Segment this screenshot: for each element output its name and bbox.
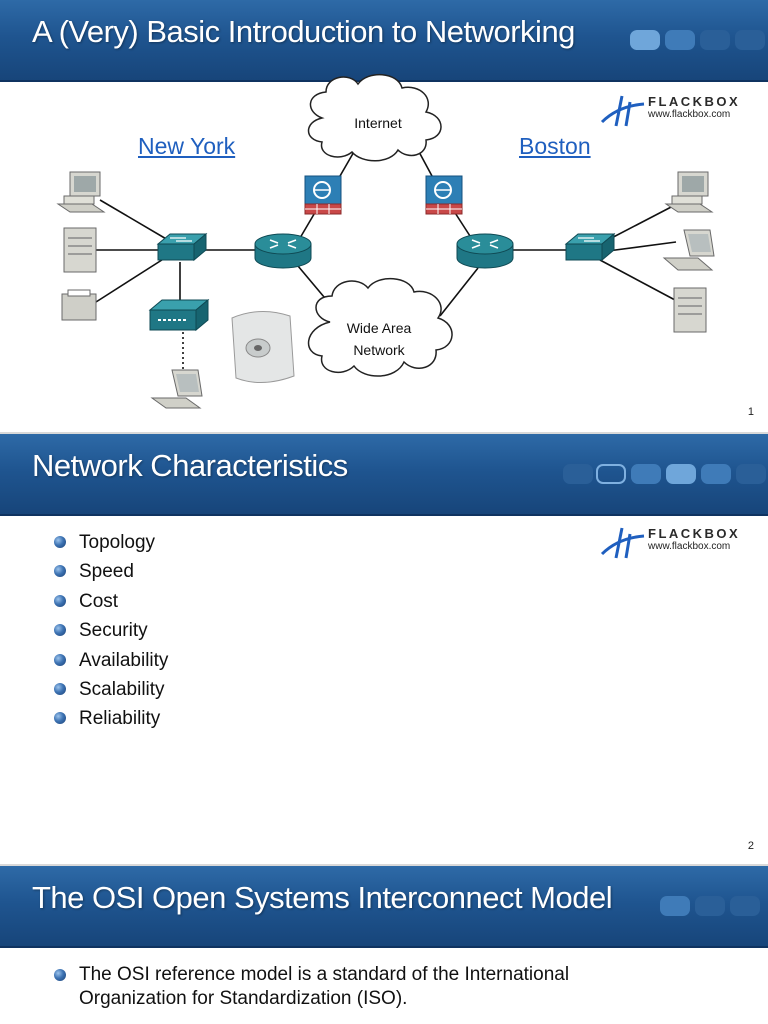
cloud-icon <box>307 74 442 162</box>
slide-1-title: A (Very) Basic Introduction to Networkin… <box>32 14 575 49</box>
logo-brand: FLACKBOX <box>648 94 741 109</box>
slide-1-banner: A (Very) Basic Introduction to Networkin… <box>0 0 768 82</box>
slide-1-number: 1 <box>747 406 754 418</box>
wireless-controller-icon <box>148 298 210 332</box>
list-item: Scalability <box>52 675 168 704</box>
city-boston[interactable]: Boston <box>519 133 591 159</box>
list-item: The OSI reference model is a standard of… <box>52 963 569 1011</box>
slide-1: A (Very) Basic Introduction to Networkin… <box>0 0 768 432</box>
slide-2-banner: Network Characteristics <box>0 434 768 516</box>
logo-brand: FLACKBOX <box>648 526 741 541</box>
logo-url: www.flackbox.com <box>648 541 731 552</box>
slide-divider <box>0 432 768 434</box>
firewall-icon <box>425 175 463 215</box>
list-item: Topology <box>52 528 168 557</box>
bullet-icon <box>54 969 66 981</box>
list-item: Reliability <box>52 704 168 733</box>
cloud-icon <box>307 277 453 377</box>
slide-3: The OSI Open Systems Interconnect Model … <box>0 866 768 1024</box>
bullet-icon <box>54 594 66 607</box>
router-icon <box>456 233 514 269</box>
slide-3-banner: The OSI Open Systems Interconnect Model <box>0 866 768 948</box>
bullet-icon <box>54 536 66 548</box>
switch-icon <box>564 232 616 262</box>
slide-2-title: Network Characteristics <box>32 448 348 483</box>
firewall-icon <box>304 175 342 215</box>
slide-2-number: 2 <box>747 840 754 852</box>
printer-icon <box>61 289 97 321</box>
slide-divider <box>0 864 768 866</box>
list-item: Availability <box>52 646 168 675</box>
slide-3-title: The OSI Open Systems Interconnect Model <box>32 880 613 915</box>
flackbox-logo-icon <box>600 527 645 559</box>
banner-decoration <box>628 30 768 50</box>
bullet-icon <box>54 683 66 696</box>
server-icon <box>673 287 707 333</box>
cloud-internet-label: Internet <box>354 115 402 131</box>
characteristics-list: Topology Speed Cost Security Availabilit… <box>52 528 168 734</box>
router-icon <box>254 233 312 269</box>
list-item: Speed <box>52 557 168 586</box>
pc-icon <box>664 171 714 213</box>
bullet-icon <box>54 653 66 666</box>
switch-icon <box>156 232 208 262</box>
laptop-icon <box>662 229 715 271</box>
flackbox-logo: FLACKBOX www.flackbox.com <box>600 92 750 132</box>
server-icon <box>63 227 97 273</box>
osi-list: The OSI reference model is a standard of… <box>52 963 569 1011</box>
bullet-icon <box>54 712 66 725</box>
laptop-icon <box>150 369 203 409</box>
city-new-york[interactable]: New York <box>138 133 236 159</box>
cloud-wan-label-line2: Network <box>353 342 405 358</box>
cloud-wan-label-line1: Wide Area <box>346 320 412 336</box>
list-item: Cost <box>52 587 168 616</box>
banner-decoration <box>658 896 768 916</box>
banner-decoration <box>563 464 768 484</box>
pc-icon <box>56 171 106 213</box>
bullet-icon <box>54 565 66 578</box>
flackbox-logo-icon <box>600 95 645 127</box>
access-point-icon <box>231 311 295 383</box>
logo-url: www.flackbox.com <box>648 109 731 120</box>
list-item: Security <box>52 616 168 645</box>
slide-2: Network Characteristics FLACKBOX www.fla… <box>0 434 768 864</box>
flackbox-logo: FLACKBOX www.flackbox.com <box>600 524 750 564</box>
bullet-icon <box>54 624 66 637</box>
network-diagram <box>56 74 715 409</box>
